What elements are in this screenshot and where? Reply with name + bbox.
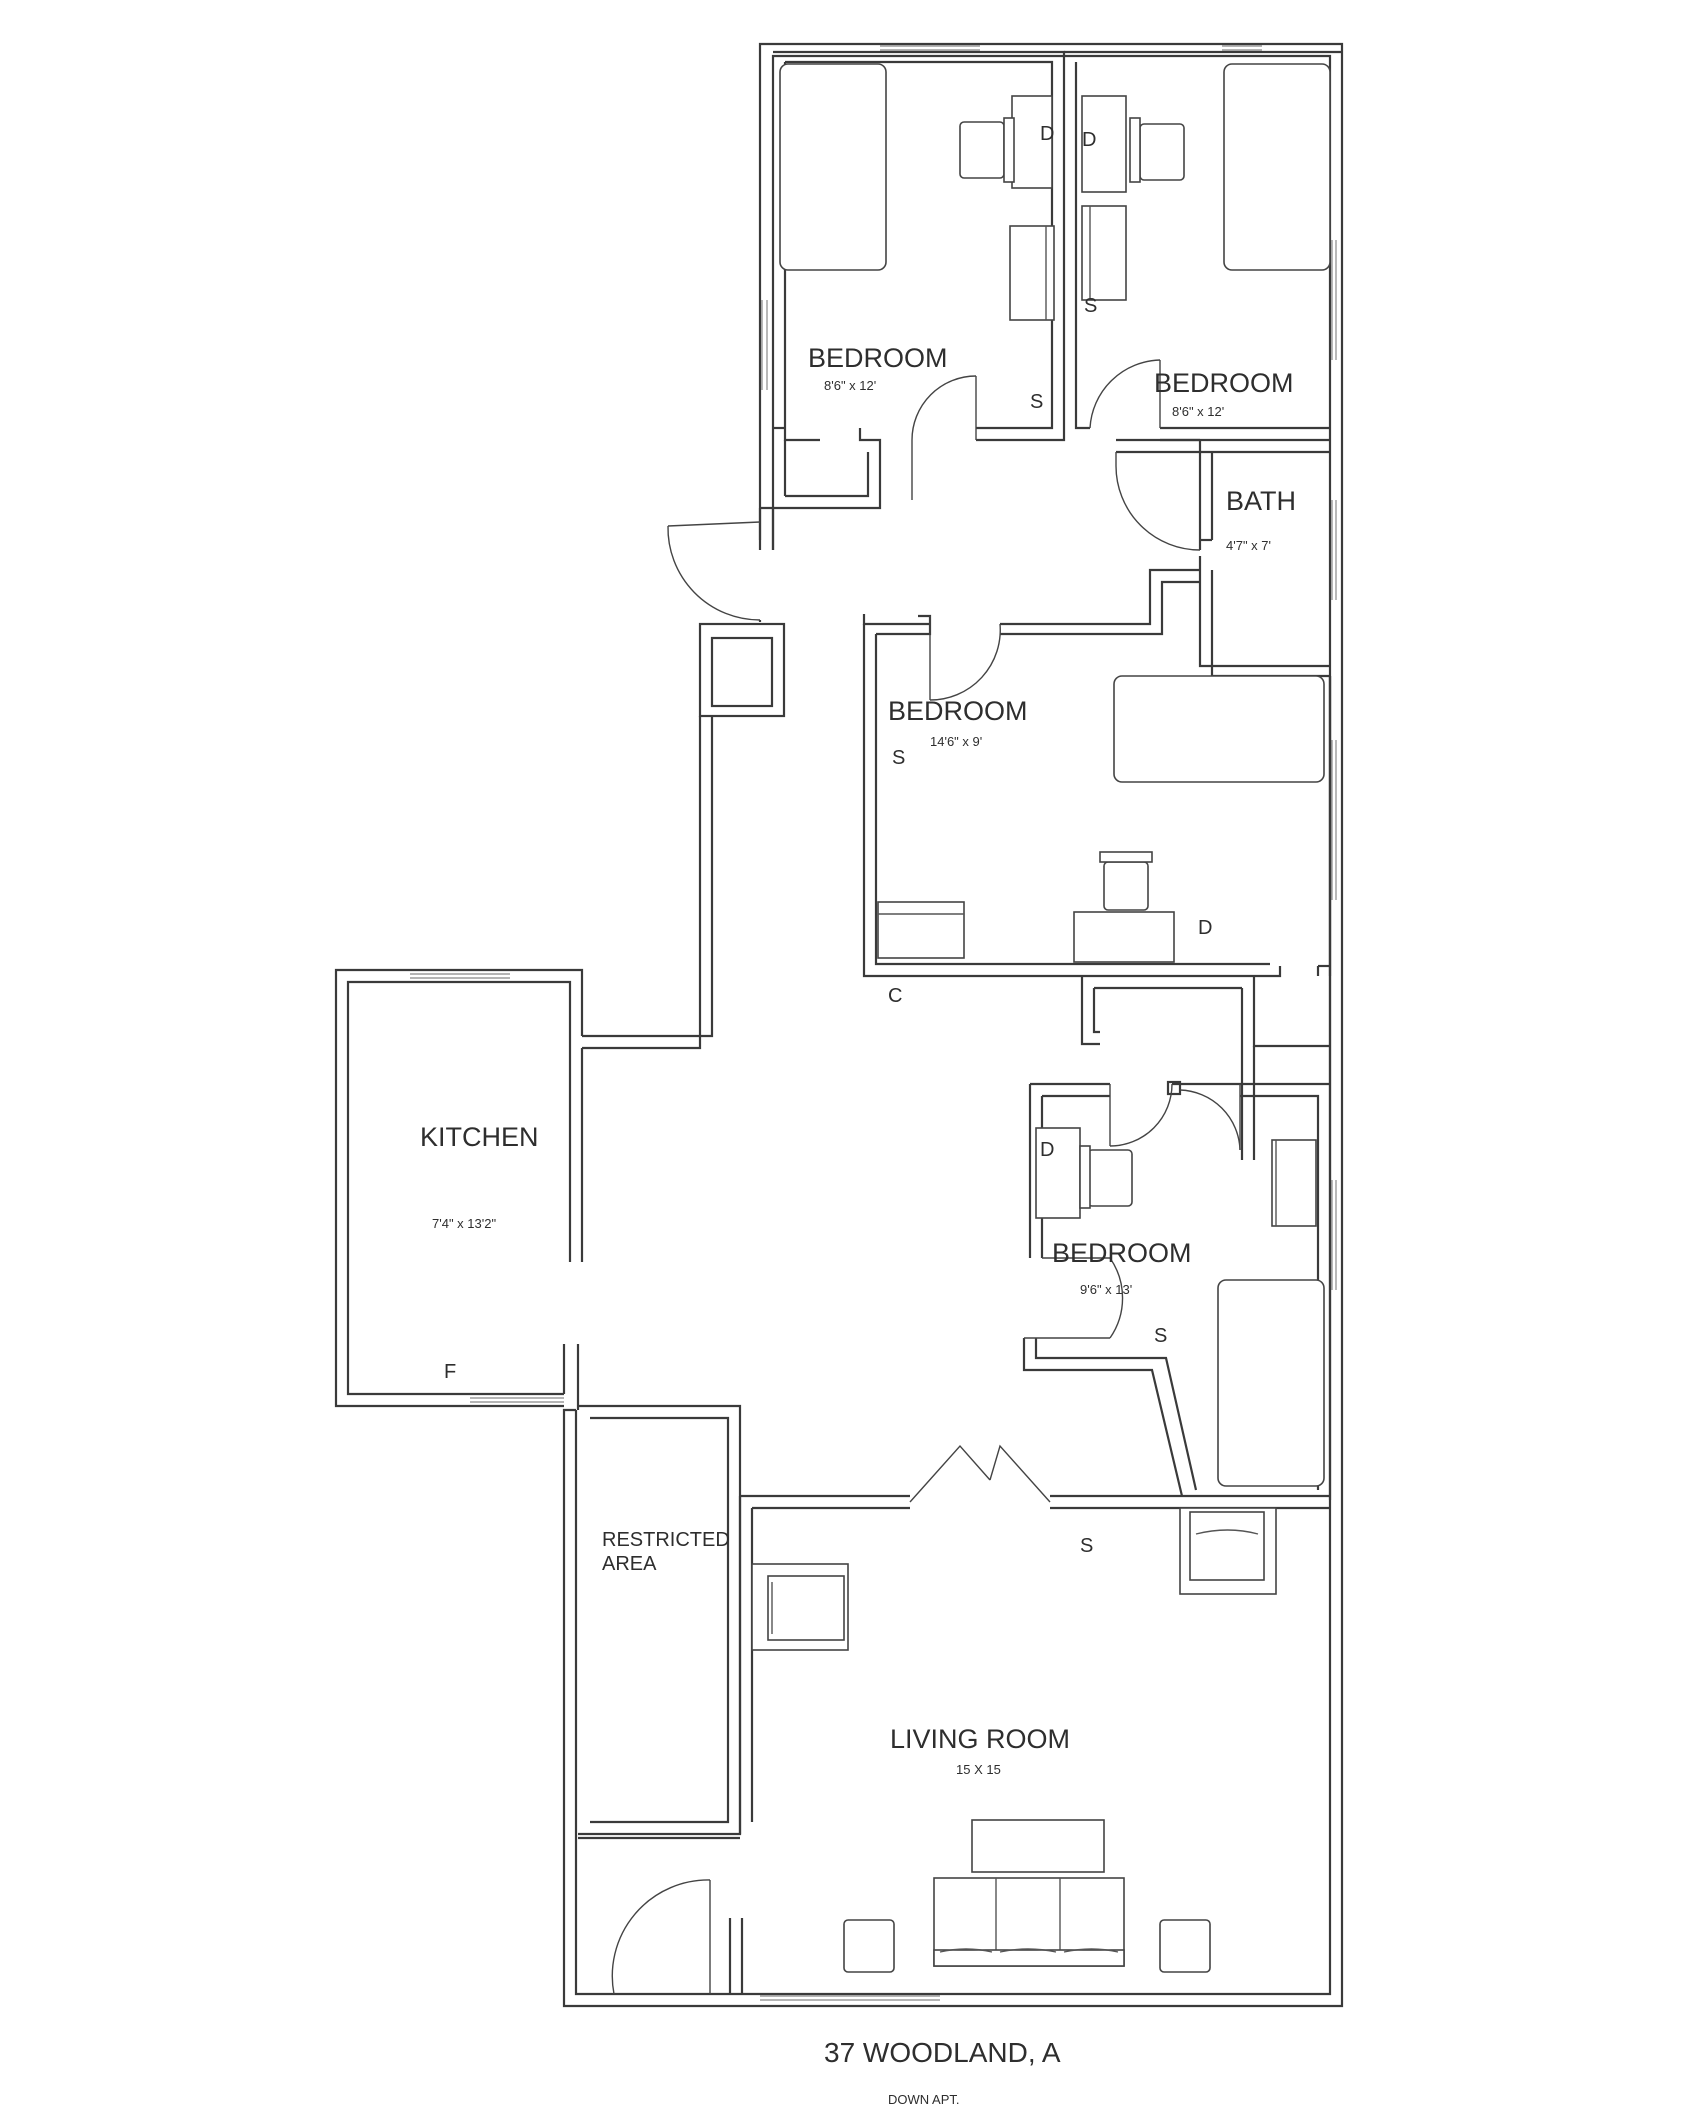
bed	[1217, 1279, 1325, 1487]
doors	[611, 359, 1241, 1995]
chair	[1103, 861, 1149, 911]
desk	[1011, 95, 1053, 189]
room-label-restricted-1: RESTRICTED	[602, 1529, 730, 1551]
desk	[1081, 95, 1127, 193]
room-label-bath: BATH	[1226, 486, 1296, 516]
labels: BEDROOM 8'6" x 12' BEDROOM 8'6" x 12' BA…	[420, 343, 1296, 1777]
chair	[1087, 1149, 1133, 1207]
desk	[1073, 911, 1175, 963]
room-label-living: LIVING ROOM	[890, 1724, 1070, 1754]
room-dim-bedroom-se: 9'6" x 13'	[1080, 1282, 1132, 1297]
coffee-table	[971, 1819, 1105, 1873]
plan-title: 37 WOODLAND, A	[824, 2037, 1061, 2068]
marker-storage: S	[1154, 1325, 1167, 1347]
marker-desk: D	[1040, 1139, 1054, 1161]
dresser	[1081, 205, 1127, 301]
dresser	[877, 901, 965, 959]
dresser	[1009, 225, 1055, 321]
chair	[959, 121, 1005, 179]
dresser	[1271, 1139, 1317, 1227]
room-dim-bedroom-ne: 8'6" x 12'	[1172, 404, 1224, 419]
bed	[779, 63, 887, 271]
room-label-bedroom-nw: BEDROOM	[808, 343, 948, 373]
end-table	[843, 1919, 895, 1973]
bed	[1223, 63, 1331, 271]
marker-storage: S	[892, 747, 905, 769]
room-label-restricted-2: AREA	[602, 1553, 657, 1575]
furniture	[751, 63, 1331, 1973]
windows	[410, 45, 1337, 2001]
room-label-bedroom-mid: BEDROOM	[888, 696, 1028, 726]
end-table	[1159, 1919, 1211, 1973]
marker-desk: D	[1082, 129, 1096, 151]
room-label-kitchen: KITCHEN	[420, 1122, 539, 1152]
room-dim-living: 15 X 15	[956, 1762, 1001, 1777]
marker-storage: S	[1030, 391, 1043, 413]
markers: D D S S S D C D S F S	[444, 123, 1212, 1557]
walls	[334, 42, 1344, 2008]
room-dim-kitchen: 7'4" x 13'2"	[432, 1216, 496, 1231]
room-dim-bath: 4'7" x 7'	[1226, 538, 1271, 553]
room-label-bedroom-se: BEDROOM	[1052, 1238, 1192, 1268]
chair	[1139, 123, 1185, 181]
marker-storage: S	[1080, 1535, 1093, 1557]
bed	[1113, 675, 1325, 783]
marker-storage: S	[1084, 295, 1097, 317]
desk	[1035, 1127, 1081, 1219]
plan-subtitle: DOWN APT.	[888, 2092, 960, 2107]
marker-fridge: F	[444, 1361, 456, 1383]
marker-desk: D	[1198, 917, 1212, 939]
room-dim-bedroom-mid: 14'6" x 9'	[930, 734, 982, 749]
marker-desk: D	[1040, 123, 1054, 145]
room-dim-bedroom-nw: 8'6" x 12'	[824, 378, 876, 393]
marker-closet: C	[888, 985, 902, 1007]
room-label-bedroom-ne: BEDROOM	[1154, 368, 1294, 398]
